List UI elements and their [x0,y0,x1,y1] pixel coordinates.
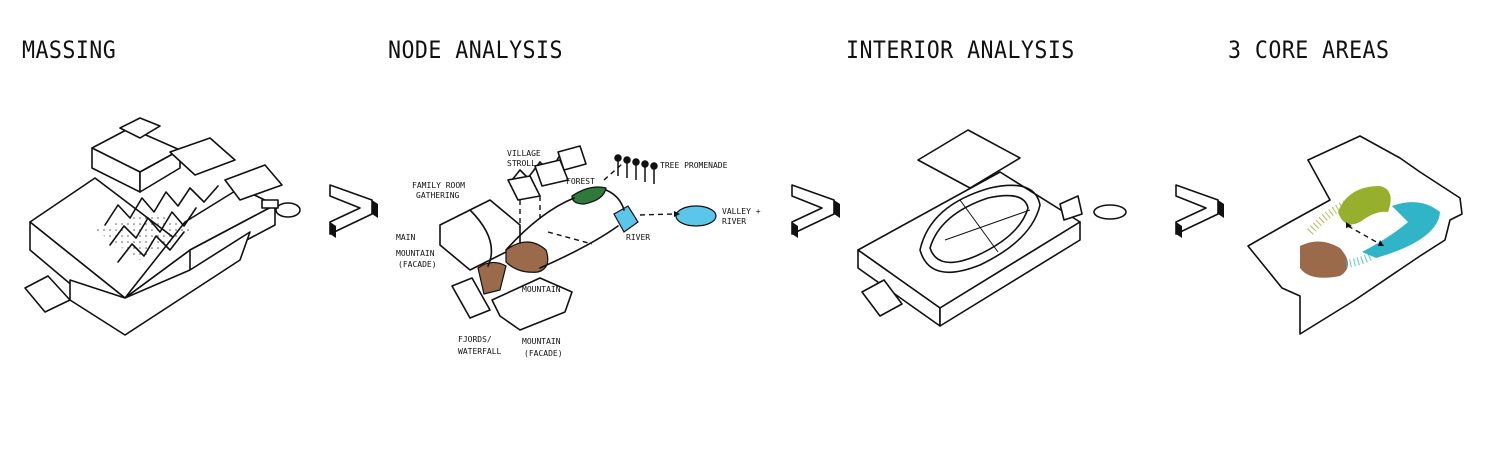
label-main-mountain-3: (FACADE) [398,260,437,269]
label-valley-river-1: VALLEY + [722,207,761,216]
label-fjords-1: FJORDS/ [458,335,492,344]
panel-title-node-analysis: NODE ANALYSIS [388,36,563,64]
interior-analysis-sketch [857,129,1127,327]
panel-title-massing: MASSING [22,36,117,64]
label-mountain-facade-2: (FACADE) [524,349,563,358]
arrow-chevron-icon [1175,184,1224,238]
label-mountain: MOUNTAIN [522,285,561,294]
label-family-room-1: FAMILY ROOM [412,181,465,190]
massing-sketch [24,117,301,336]
label-tree-promenade: TREE PROMENADE [660,161,728,170]
label-village-stroll-2: STROLL [507,159,536,168]
panel-title-core-areas: 3 CORE AREAS [1228,36,1390,64]
label-valley-river-2: RIVER [722,217,746,226]
arrow-chevron-icon [329,184,378,238]
label-main-mountain-1: MAIN [396,233,415,242]
label-fjords-2: WATERFALL [458,347,502,356]
node-analysis-sketch: VILLAGE STROLL FOREST TREE PROMENADE FAM… [396,145,761,358]
label-family-room-2: GATHERING [416,191,460,200]
core-areas-sketch [1247,135,1463,335]
panel-title-interior-analysis: INTERIOR ANALYSIS [846,36,1075,64]
label-mountain-facade-1: MOUNTAIN [522,337,561,346]
arrow-chevron-icon [791,184,840,238]
label-river: RIVER [626,233,650,242]
label-main-mountain-2: MOUNTAIN [396,249,435,258]
label-village-stroll-1: VILLAGE [507,149,541,158]
label-forest: FOREST [566,177,595,186]
